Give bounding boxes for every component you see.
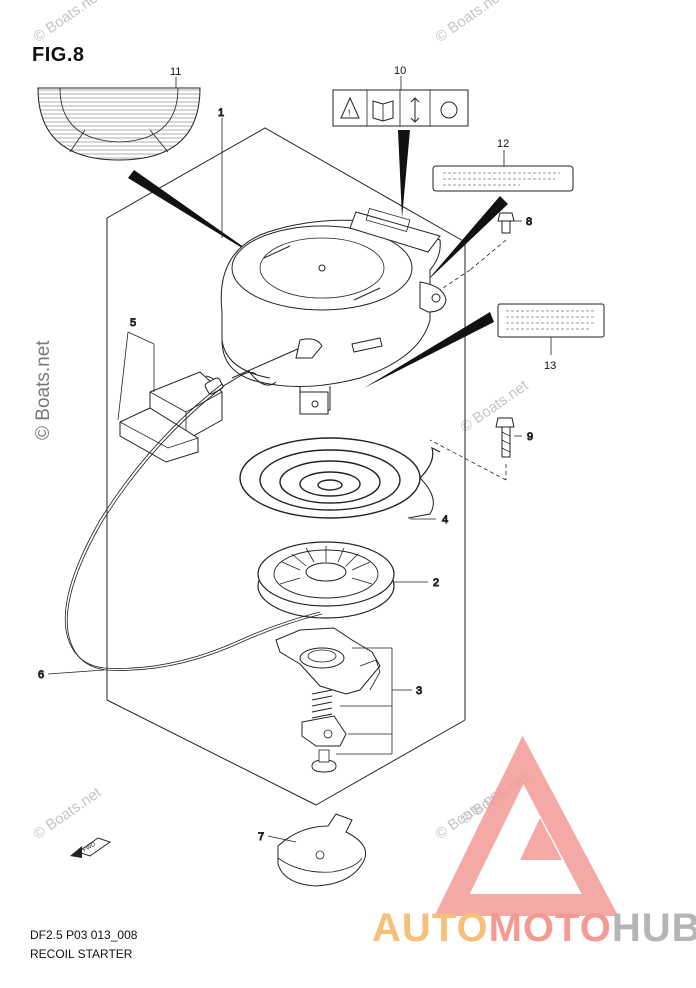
leader-wedges <box>128 130 508 388</box>
part-11-cover: 11 <box>37 66 201 161</box>
automotohub-logo: AUTOMOTOHUB <box>372 906 696 951</box>
part-3-ratchet: 3 <box>275 627 423 773</box>
callout-2: 2 <box>433 577 439 589</box>
logo-moto: MOTO <box>488 906 612 950</box>
part-2-reel: 2 <box>257 541 440 619</box>
part-8-bolt: 8 <box>439 212 533 291</box>
callout-8: 8 <box>526 216 532 228</box>
callout-12: 12 <box>497 138 509 150</box>
callout-1: 1 <box>218 107 224 119</box>
logo-hub: HUB <box>611 906 696 950</box>
callout-6: 6 <box>38 669 44 681</box>
part-4-spring: 4 <box>239 437 449 527</box>
part-10-warning-label: ! 10 <box>332 65 469 127</box>
figure-code: DF2.5 P03 013_008 <box>30 928 138 942</box>
part-9-bolt: 9 <box>429 417 534 481</box>
logo-auto: AUTO <box>372 906 489 950</box>
figure-caption: RECOIL STARTER <box>30 947 133 961</box>
part-5-handle: 5 <box>117 317 323 463</box>
part-3-spring <box>311 689 333 719</box>
assembly-frame <box>106 127 466 806</box>
part-12-decal: 12 <box>432 138 574 192</box>
svg-text:!: ! <box>348 108 351 118</box>
callout-10: 10 <box>394 65 406 77</box>
part-7-cup: 7 <box>258 813 366 887</box>
part-1-housing: 1 <box>218 107 447 415</box>
pull-arrow-icon <box>410 97 420 123</box>
logo-triangle <box>434 735 619 916</box>
callout-4: 4 <box>442 514 448 526</box>
part-6-rope: 6 <box>38 383 323 682</box>
callout-11: 11 <box>170 66 181 78</box>
callout-13: 13 <box>544 360 556 372</box>
warning-triangle-icon <box>340 96 360 119</box>
callout-9: 9 <box>527 431 533 443</box>
handle-icon <box>440 101 458 119</box>
part-13-decal: 13 <box>497 303 605 372</box>
callout-3: 3 <box>416 685 422 697</box>
figure-label: FIG.8 <box>32 44 85 66</box>
callout-7: 7 <box>258 831 264 843</box>
callout-5: 5 <box>130 317 136 329</box>
fwd-arrow-icon: FWD <box>70 837 112 858</box>
